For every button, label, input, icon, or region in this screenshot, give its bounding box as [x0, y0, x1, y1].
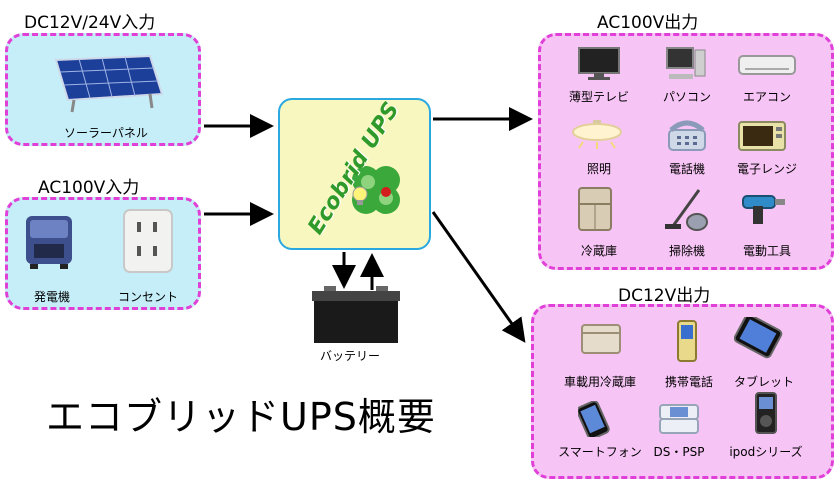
light-label: 照明	[586, 162, 612, 176]
tablet-label: タブレット	[733, 375, 795, 389]
tablet-icon	[734, 317, 783, 359]
air-conditioner-label: エアコン	[742, 90, 792, 104]
smartphone-label: スマートフォン	[558, 445, 642, 459]
smartphone-icon	[578, 401, 610, 437]
refrigerator-icon	[578, 187, 612, 231]
solar-panel-icon	[54, 54, 164, 113]
car-fridge-label: 車載用冷蔵庫	[563, 375, 637, 389]
pc-label: パソコン	[662, 90, 712, 104]
ipod-label: ipodシリーズ	[729, 445, 803, 459]
mobile-phone-icon	[677, 320, 697, 362]
telephone-label: 電話機	[668, 162, 706, 176]
refrigerator-label: 冷蔵庫	[580, 244, 618, 258]
generator-icon	[26, 216, 72, 269]
game-console-label: DS・PSP	[653, 445, 705, 459]
battery-label: バッテリー	[319, 349, 381, 363]
game-console-icon	[659, 404, 699, 434]
dc-output-group: 車載用冷蔵庫 携帯電話 タブレット スマートフォン DS・PSP ipodシリー…	[531, 304, 834, 479]
battery-icon	[312, 286, 400, 343]
dc-input-title: DC12V/24V入力	[24, 13, 156, 33]
ladybug-icon	[381, 187, 391, 197]
ecobrid-logo	[352, 166, 400, 214]
microwave-icon	[738, 121, 786, 151]
pc-icon	[666, 47, 706, 79]
ac-output-title: AC100V出力	[597, 13, 699, 33]
car-fridge-icon	[581, 324, 621, 354]
microwave-label: 電子レンジ	[736, 162, 798, 176]
solar-panel-label: ソーラーパネル	[64, 126, 148, 140]
ac-output-group: 薄型テレビ パソコン エアコン 照明 電話機 電子レンジ 冷蔵庫	[538, 33, 834, 270]
power-tool-label: 電動工具	[742, 244, 792, 258]
tv-label: 薄型テレビ	[568, 90, 630, 104]
page-title: エコブリッドUPS概要	[46, 395, 436, 439]
ac-input-title: AC100V入力	[38, 178, 140, 198]
outlet-icon	[123, 209, 173, 273]
light-icon	[572, 120, 622, 149]
light-bulb-icon	[352, 186, 368, 205]
power-tool-icon	[742, 195, 785, 224]
air-conditioner-icon	[738, 55, 796, 75]
dc-input-group: ソーラーパネル	[5, 33, 201, 146]
dc-output-title: DC12V出力	[618, 286, 711, 306]
ac-input-group: 発電機 コンセント	[5, 197, 201, 310]
vacuum-icon	[665, 189, 708, 231]
mobile-phone-label: 携帯電話	[664, 375, 714, 389]
ecobrid-ups-unit: Ecobrid UPS	[278, 98, 431, 250]
telephone-icon	[668, 120, 706, 151]
vacuum-label: 掃除機	[668, 244, 706, 258]
ipod-icon	[755, 392, 777, 434]
outlet-label: コンセント	[117, 290, 179, 304]
generator-label: 発電機	[33, 290, 71, 304]
tv-icon	[578, 47, 620, 80]
